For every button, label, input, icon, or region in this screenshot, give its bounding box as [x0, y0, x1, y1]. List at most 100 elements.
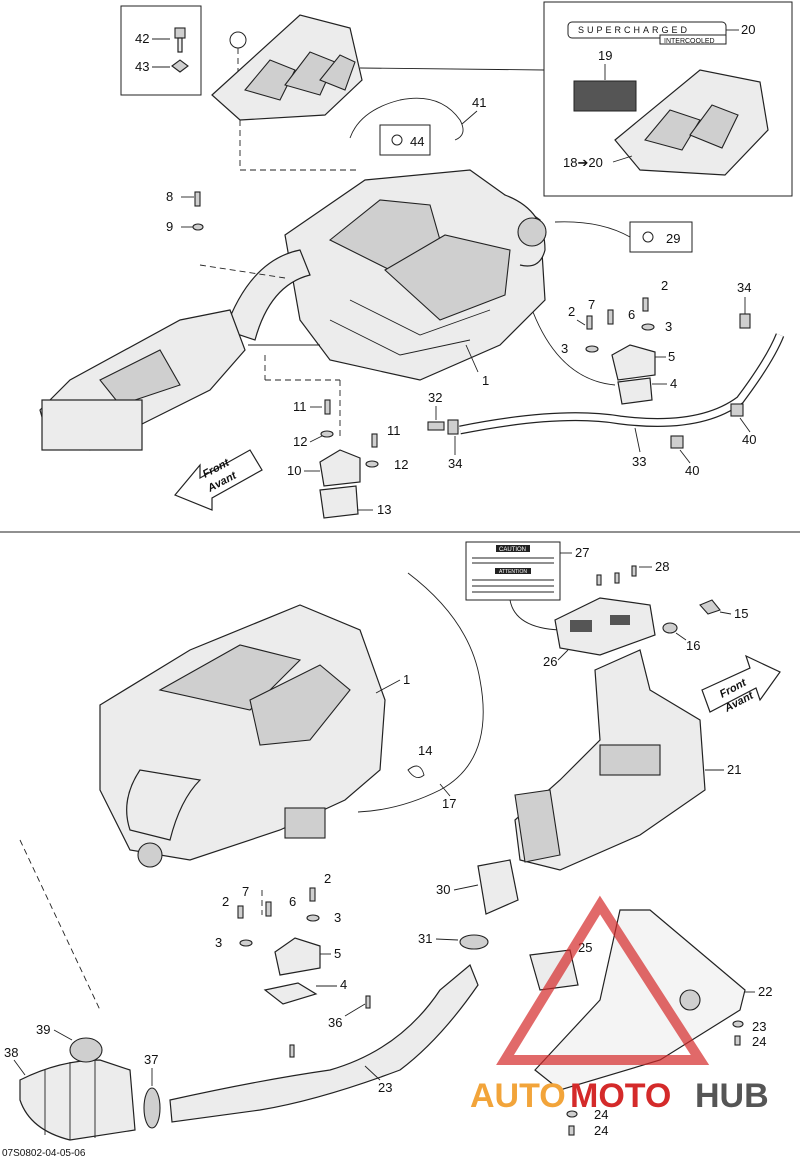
washer-3-bottom-a: [306, 914, 320, 922]
callout-6: 6: [628, 307, 635, 322]
svg-text:AUTO: AUTO: [470, 1077, 566, 1115]
callout-23-right: 23: [752, 1019, 766, 1034]
mount-plate-4-top: [617, 377, 653, 405]
bellows-38: [19, 1059, 136, 1141]
callout-36: 36: [328, 1015, 342, 1030]
clamp-39: [69, 1037, 103, 1063]
callout-3-a: 3: [665, 319, 672, 334]
engine-mount-5-top: [611, 344, 656, 381]
callout-1-top: 1: [482, 373, 489, 388]
fastener-42-icon: [174, 27, 186, 53]
callout-24-bottom: 24: [594, 1123, 608, 1138]
callout-30: 30: [436, 882, 450, 897]
clamp-29-icon: [642, 231, 654, 243]
clamp-44-icon: [391, 134, 403, 146]
callout-22: 22: [758, 984, 772, 999]
callout-39: 39: [36, 1022, 50, 1037]
bolt-2-a: [586, 315, 593, 330]
callout-20: 20: [741, 22, 755, 37]
engine-cover-inset: [614, 69, 769, 176]
mount-plate-4-bottom: [263, 982, 318, 1005]
callout-33: 33: [632, 454, 646, 469]
washer-23-bottom: [566, 1110, 578, 1118]
callout-8: 8: [166, 189, 173, 204]
bolt-24-right: [734, 1035, 741, 1046]
callout-34-right: 34: [737, 280, 751, 295]
callout-14: 14: [418, 743, 432, 758]
cap-40-a: [730, 403, 744, 417]
callout-12-a: 12: [293, 434, 307, 449]
bolt-2-b: [642, 297, 649, 312]
svg-text:SUPERCHARGED: SUPERCHARGED: [578, 25, 690, 35]
callout-35: 23: [378, 1080, 392, 1095]
inset-box-44: [379, 124, 431, 156]
bolt-2-bottom-a: [237, 905, 244, 919]
mount-plate-13: [319, 485, 359, 519]
callout-13: 13: [377, 502, 391, 517]
intake-plate-26: [554, 597, 656, 656]
callout-9: 9: [166, 219, 173, 234]
callout-37: 37: [144, 1052, 158, 1067]
air-intake-duct-top: [39, 249, 311, 451]
inset-box-supercharged-cover: [543, 1, 793, 197]
svg-text:MOTO: MOTO: [570, 1077, 671, 1115]
callout-1-bottom: 1: [403, 672, 410, 687]
callout-10: 10: [287, 463, 301, 478]
callout-43: 43: [135, 59, 149, 74]
grommet-16: [662, 622, 678, 634]
callout-3-bottom-a: 3: [334, 910, 341, 925]
clamp-34-left: [447, 419, 459, 435]
washer-12-b: [365, 460, 379, 468]
screw-36-a: [365, 995, 371, 1009]
fitting-34-right: [739, 313, 751, 329]
callout-26: 26: [543, 654, 557, 669]
ring-14: [407, 765, 425, 779]
engine-assembly-bottom: [99, 604, 386, 868]
air-duct-35: [169, 964, 479, 1123]
callout-40-a: 40: [742, 432, 756, 447]
callout-16: 16: [686, 638, 700, 653]
callout-38: 38: [4, 1045, 18, 1060]
bolt-24-bottom: [568, 1125, 575, 1136]
bolt-8: [194, 191, 201, 207]
callout-5-bottom: 5: [334, 946, 341, 961]
air-intake-box-21: [514, 649, 706, 871]
diagram-code: 07S0802-04-05-06: [2, 1148, 86, 1159]
engine-cover-top: [211, 14, 363, 121]
callout-42: 42: [135, 31, 149, 46]
inset-box-fasteners: [120, 5, 202, 96]
callout-17: 17: [442, 796, 456, 811]
callout-7: 7: [588, 297, 595, 312]
washer-3-b: [585, 345, 599, 353]
callout-4-top: 4: [670, 376, 677, 391]
svg-text:CAUTION: CAUTION: [499, 547, 526, 553]
supercharged-decal: SUPERCHARGED INTERCOOLED: [567, 21, 727, 45]
hose-33: [459, 333, 785, 435]
callout-2-b: 2: [661, 278, 668, 293]
cap-40-b: [670, 435, 684, 449]
svg-text:INTERCOOLED: INTERCOOLED: [664, 38, 715, 45]
callout-44: 44: [410, 134, 424, 149]
washer-3-bottom-b: [239, 939, 253, 947]
svg-text:ATTENTION: ATTENTION: [499, 569, 527, 575]
callout-28: 28: [655, 559, 669, 574]
bolt-7-bottom: [265, 901, 272, 917]
callout-40-b: 40: [685, 463, 699, 478]
bolt-7: [607, 309, 614, 325]
callout-3-b: 3: [561, 341, 568, 356]
automotohub-watermark: AUTO MOTO HUB: [470, 895, 769, 1115]
callout-3-bottom-b: 3: [215, 935, 222, 950]
callout-11-b: 11: [387, 423, 401, 438]
front-arrow-top: Front Avant: [174, 449, 263, 511]
callout-4-bottom: 4: [340, 977, 347, 992]
callout-27: 27: [575, 545, 589, 560]
screw-36-b: [289, 1044, 295, 1058]
engine-mount-5-bottom: [274, 937, 321, 976]
fitting-32: [427, 421, 445, 431]
washer-12-a: [320, 430, 334, 438]
inset-box-29: [629, 221, 693, 253]
warning-decal-19: [573, 80, 637, 112]
callout-31: 31: [418, 931, 432, 946]
callout-2-bottom-a: 2: [222, 894, 229, 909]
